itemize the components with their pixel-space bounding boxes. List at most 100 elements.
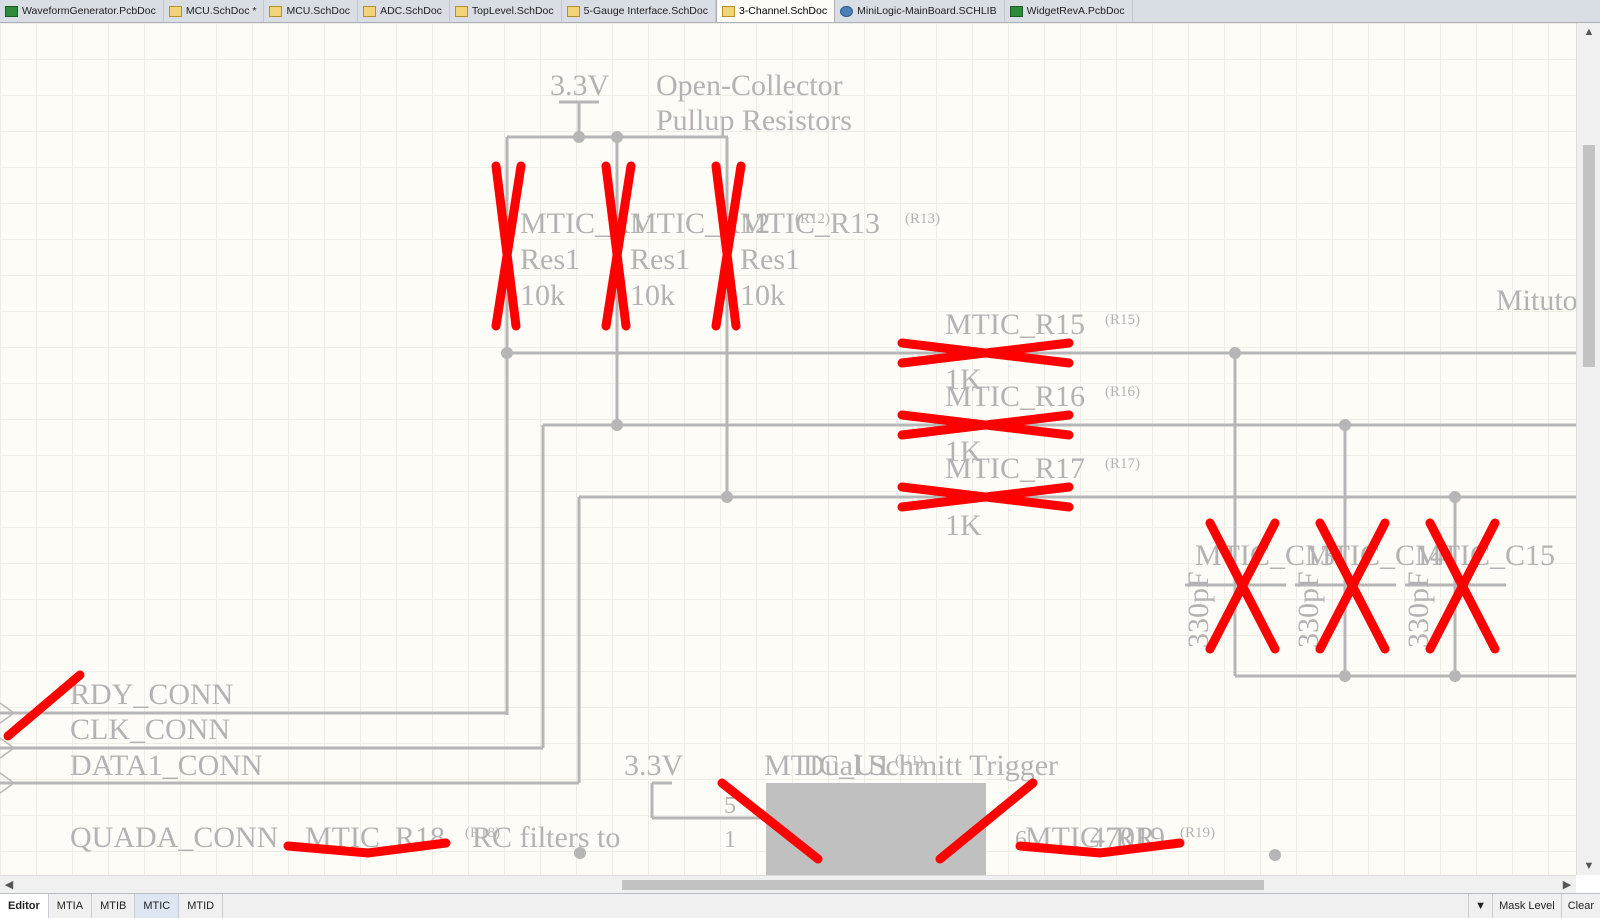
u1-pin-5: 5 (724, 793, 736, 819)
junction (1449, 491, 1461, 503)
port-arrows (0, 702, 16, 794)
r13-comment: Res1 (740, 243, 800, 276)
mitutoyo-label: Mituto (1496, 284, 1576, 317)
r13-value: 10k (740, 279, 785, 312)
r15-designator: MTIC_R15 (945, 308, 1085, 341)
sheet-tab-mtic[interactable]: MTIC (135, 894, 180, 918)
document-tab-bar: WaveformGenerator.PcbDoc MCU.SchDoc * MCU.… (0, 0, 1600, 23)
power-port-label: 3.3V (550, 69, 610, 102)
pcb-doc-icon (5, 5, 18, 17)
note-line-1: Open-Collector (656, 69, 843, 102)
error-mark-c13 (1205, 518, 1280, 654)
doc-tab-5[interactable]: 5-Gauge Interface.SchDoc (562, 0, 716, 22)
doc-tab-1[interactable]: MCU.SchDoc * (164, 0, 265, 22)
horizontal-scrollbar[interactable]: ◀ ▶ (0, 875, 1576, 894)
schmitt-trigger-ic-body[interactable] (766, 783, 986, 875)
u1-designator: MTIC_U1 (764, 749, 891, 782)
error-mark-r15 (897, 338, 1074, 368)
r13-ghost-label: (R13) (905, 211, 940, 227)
c14-value: 330pF (1292, 571, 1325, 648)
r15-ghost-label: (R15) (1105, 312, 1140, 328)
error-mark-r16 (897, 410, 1074, 440)
r18-ghost-label: (R18) (465, 825, 500, 841)
junction (1339, 670, 1351, 682)
junction (1449, 670, 1461, 682)
schematic-doc-icon (363, 5, 377, 17)
scroll-up-icon[interactable]: ▲ (1583, 26, 1595, 38)
r12-designator: MTIC_R12 (630, 207, 770, 240)
net-label-clk: CLK_CONN (70, 713, 230, 746)
r12-comment: Res1 (630, 243, 690, 276)
sheet-tab-editor[interactable]: Editor (0, 894, 49, 918)
junction (1229, 347, 1241, 359)
error-mark-connector (3, 670, 85, 741)
c15-value: 330pF (1402, 571, 1435, 648)
horizontal-scroll-thumb[interactable] (622, 880, 1264, 890)
doc-tab-4[interactable]: TopLevel.SchDoc (450, 0, 562, 22)
junction (1269, 849, 1281, 861)
net-label-quada: QUADA_CONN (70, 821, 278, 854)
r17-value: 1K (945, 509, 982, 542)
net-label-rdy: RDY_CONN (70, 678, 233, 711)
junction (574, 847, 586, 859)
status-right: ▼ Mask Level Clear (1468, 894, 1600, 918)
error-mark-c15 (1425, 518, 1500, 654)
doc-tab-label: MiniLogic-MainBoard.SCHLIB (857, 5, 997, 17)
vertical-scroll-thumb[interactable] (1583, 145, 1595, 367)
r12-value: 10k (630, 279, 675, 312)
scroll-left-icon[interactable]: ◀ (4, 879, 14, 891)
schematic-library-icon (840, 5, 854, 17)
error-mark-c14 (1315, 518, 1390, 654)
sheet-tab-mtia[interactable]: MTIA (49, 894, 93, 918)
vertical-scrollbar[interactable]: ▲ ▼ (1576, 23, 1600, 875)
junction (573, 131, 585, 143)
u1-pin-1: 1 (724, 827, 736, 853)
doc-tab-label: 5-Gauge Interface.SchDoc (583, 5, 708, 17)
sheet-tab-mtid[interactable]: MTID (179, 894, 224, 918)
doc-tab-label: MCU.SchDoc * (185, 5, 257, 17)
error-mark-r13 (711, 161, 746, 331)
schematic-doc-icon (269, 5, 283, 17)
error-mark-u1-left (717, 778, 823, 864)
mask-level-button[interactable]: Mask Level (1492, 894, 1561, 918)
r11-designator: MTIC_R11 (520, 207, 659, 240)
schematic-doc-icon (721, 5, 735, 17)
r15-value: 1K (945, 363, 982, 396)
junction (501, 347, 513, 359)
r16-value: 1K (945, 435, 982, 468)
doc-tab-label: TopLevel.SchDoc (471, 5, 554, 17)
junction (1339, 419, 1351, 431)
doc-tab-label: 3-Channel.SchDoc (738, 5, 828, 17)
r12-ghost-label: (R12) (795, 211, 830, 227)
schematic-canvas[interactable]: 3.3V Open-Collector Pullup Resistors MTI… (0, 23, 1576, 875)
junction (721, 491, 733, 503)
doc-tab-label: WidgetRevA.PcbDoc (1026, 5, 1125, 17)
note-line-2: Pullup Resistors (656, 104, 852, 137)
schematic-doc-icon (566, 5, 580, 17)
doc-tab-8[interactable]: WidgetRevA.PcbDoc (1005, 0, 1133, 22)
scroll-right-icon[interactable]: ▶ (1562, 879, 1572, 891)
doc-tab-label: MCU.SchDoc (286, 5, 351, 17)
doc-tab-2[interactable]: MCU.SchDoc (264, 0, 359, 22)
error-mark-u1-right (935, 778, 1038, 864)
r17-ghost-label: (R17) (1105, 456, 1140, 472)
filter-icon[interactable]: ▼ (1468, 894, 1492, 918)
doc-tab-3[interactable]: ADC.SchDoc (358, 0, 450, 22)
clear-button[interactable]: Clear (1560, 894, 1600, 918)
error-mark-r18 (283, 838, 451, 858)
r11-comment: Res1 (520, 243, 580, 276)
doc-tab-7[interactable]: MiniLogic-MainBoard.SCHLIB (835, 0, 1005, 22)
r16-ghost-label: (R16) (1105, 384, 1140, 400)
error-mark-r17 (897, 482, 1074, 512)
schematic-doc-icon (454, 5, 468, 17)
scroll-down-icon[interactable]: ▼ (1583, 860, 1595, 872)
schematic-doc-icon (168, 5, 182, 17)
doc-tab-6[interactable]: 3-Channel.SchDoc (715, 0, 836, 22)
sheet-tab-mtib[interactable]: MTIB (92, 894, 136, 918)
junction (611, 131, 623, 143)
r16-designator: MTIC_R16 (945, 380, 1085, 413)
r13-designator: MTIC_R13 (740, 207, 880, 240)
doc-tab-0[interactable]: WaveformGenerator.PcbDoc (0, 0, 164, 22)
c13-value: 330pF (1182, 571, 1215, 648)
